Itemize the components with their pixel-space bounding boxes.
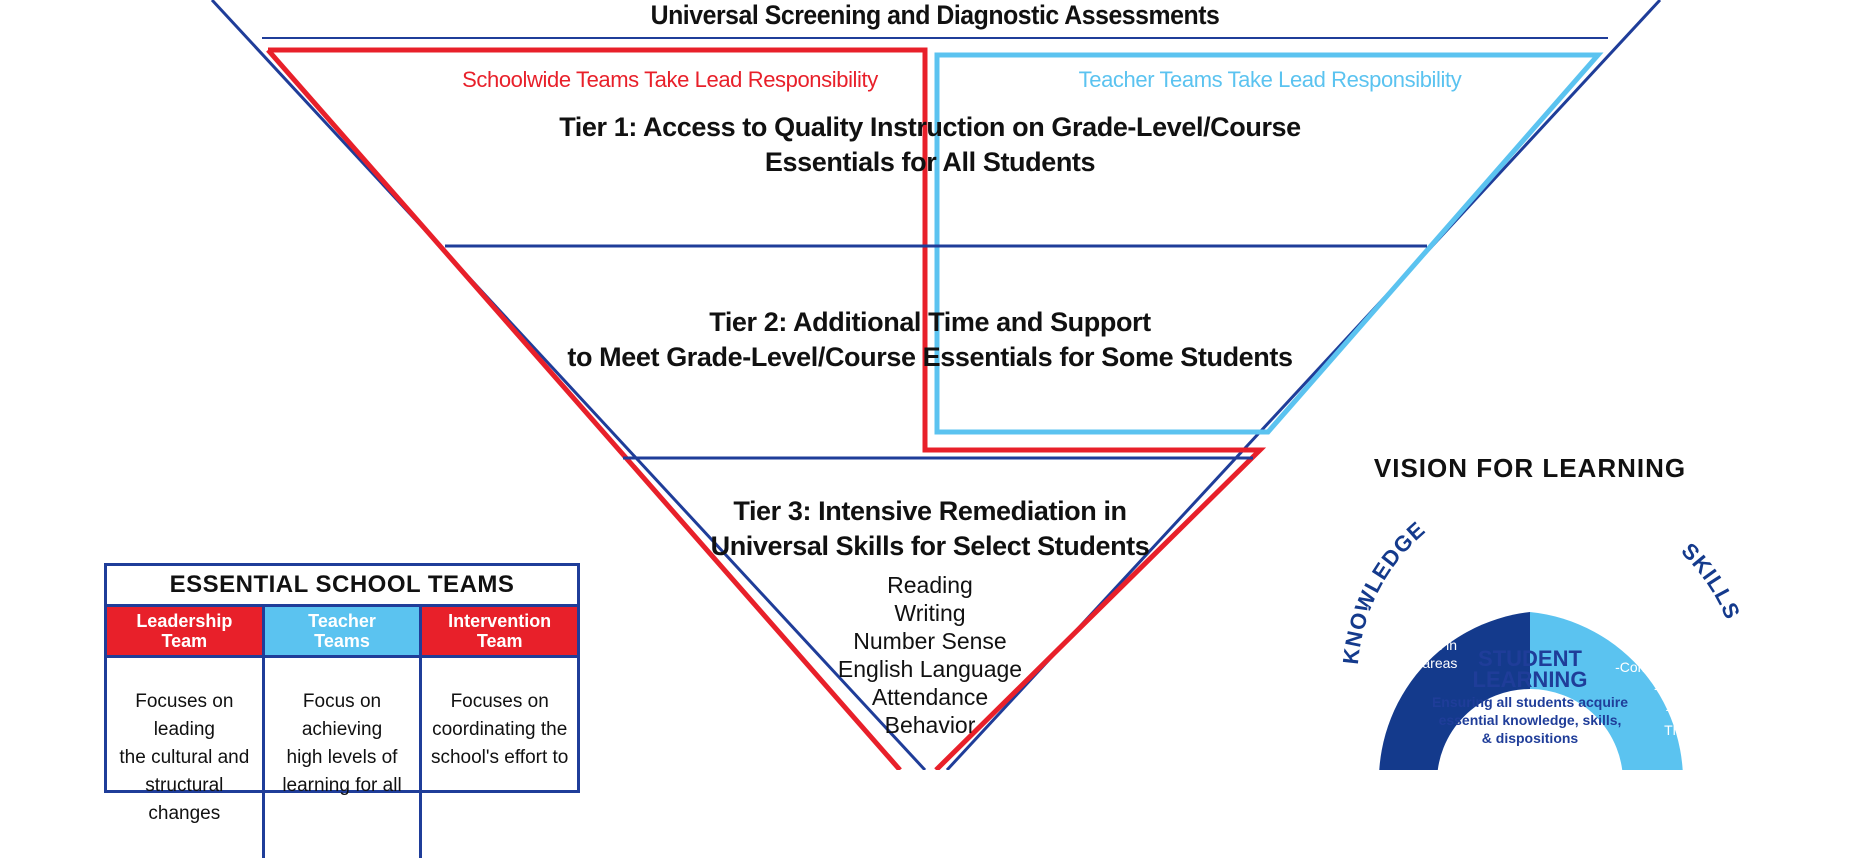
tier1-line1: Tier 1: Access to Quality Instruction on…: [559, 112, 1301, 142]
teacher-region-outline: [934, 52, 1604, 435]
leadership-team-description: Focuses on leading the cultural and stru…: [107, 658, 262, 858]
tier3-skill: Number Sense: [853, 628, 1007, 654]
leadership-header-line1: Leadership: [136, 611, 233, 631]
tier3-line2: Universal Skills for Select Students: [710, 531, 1150, 561]
skills-desc-line: acquire the: [1583, 579, 1653, 595]
teacher-desc-line: high levels of: [286, 747, 398, 768]
center-sub-line: Ensuring all students acquire: [1431, 694, 1629, 710]
intervention-team-description: Focuses on coordinating the school's eff…: [419, 658, 577, 858]
center-sub-line: essential knowledge, skills,: [1438, 712, 1622, 728]
knowledge-desc-line: content areas: [1372, 655, 1458, 671]
schoolwide-lead-label: Schoolwide Teams Take Lead Responsibilit…: [462, 67, 878, 92]
banner-title: Universal Screening and Diagnostic Asses…: [650, 0, 1220, 30]
tier3-skills-list: Reading Writing Number Sense English Lan…: [780, 571, 1080, 739]
tier3-skill: Attendance: [871, 684, 989, 710]
tier3-skill: English Language: [837, 656, 1023, 682]
skills-list-item: -Communication: [1615, 659, 1717, 675]
teacher-teams-description: Focus on achieving high levels of learni…: [261, 658, 420, 858]
tier1-title: Tier 1: Access to Quality Instruction on…: [460, 110, 1400, 180]
center-sub-line: & dispositions: [1481, 730, 1579, 746]
leadership-desc-line: Focuses on leading: [135, 691, 234, 740]
leadership-desc-line: the cultural and: [119, 747, 250, 768]
teams-body-row: Focuses on leading the cultural and stru…: [107, 658, 577, 858]
tier3-line1: Tier 3: Intensive Remediation in: [733, 496, 1127, 526]
schoolwide-region-outline: [266, 47, 1267, 770]
center-title-line: STUDENT: [1478, 646, 1582, 671]
vision-circle-diagram: KNOWLEDGE SKILLS: [1338, 516, 1744, 770]
tier3-skill: Writing: [894, 600, 966, 626]
center-title-line: LEARNING: [1472, 667, 1588, 692]
teacher-lead-label: Teacher Teams Take Lead Responsibility: [1078, 67, 1462, 92]
skills-list-item: - Collaboration: [1625, 638, 1717, 654]
student-learning-text: STUDENT LEARNING Ensuring all students a…: [1430, 648, 1630, 747]
tier2-title: Tier 2: Additional Time and Support to M…: [460, 305, 1400, 375]
skills-description: Students acquire the capacities of: [1548, 562, 1688, 613]
intervention-desc-line: Focuses on: [450, 691, 549, 712]
skills-desc-line: capacities of: [1579, 596, 1657, 612]
intervention-desc-line: school's effort to: [430, 747, 569, 768]
tier3-skill: Reading: [887, 572, 973, 598]
student-learning-center: [1437, 689, 1623, 770]
teacher-desc-line: learning for all: [282, 775, 402, 796]
tier3-skill: Behavior: [884, 712, 976, 738]
leadership-desc-line: structural changes: [145, 775, 224, 824]
vision-for-learning-title: VISION FOR LEARNING: [1373, 453, 1687, 483]
tier2-line1: Tier 2: Additional Time and Support: [709, 307, 1151, 337]
knowledge-desc-line: information in: [1372, 637, 1458, 653]
tier2-line2: to Meet Grade-Level/Course Essentials fo…: [567, 342, 1293, 372]
skills-desc-line: Students: [1590, 562, 1646, 578]
skills-list: - Collaboration -Communication -Creativi…: [1592, 636, 1717, 741]
knowledge-desc-line: Students: [1387, 583, 1443, 599]
intervention-header-line1: Intervention: [448, 611, 552, 631]
teacher-header-line1: Teacher: [308, 611, 376, 631]
intervention-header-line2: Team: [476, 631, 523, 651]
tier3-title: Tier 3: Intensive Remediation in Univers…: [640, 494, 1220, 564]
pyramid-outer-left-edge: [210, 0, 927, 770]
skills-list-item: -Creativity: [1653, 680, 1717, 696]
teacher-desc-line: Focus on achieving: [301, 691, 383, 740]
knowledge-description: Students understand and use essential in…: [1340, 582, 1490, 672]
intervention-desc-line: coordinating the: [432, 719, 568, 740]
tier1-line2: Essentials for All Students: [764, 147, 1096, 177]
skills-list-item: Thinking: [1664, 722, 1717, 738]
skills-list-item: - Critical: [1665, 701, 1717, 717]
knowledge-desc-line: use essential: [1374, 619, 1456, 635]
teacher-header-line2: Teams: [314, 631, 370, 651]
teams-table-title: ESSENTIAL SCHOOL TEAMS: [107, 566, 577, 607]
pyramid-diagram: [210, 0, 1662, 770]
leadership-header-line2: Team: [161, 631, 208, 651]
knowledge-desc-line: understand and: [1366, 601, 1464, 617]
